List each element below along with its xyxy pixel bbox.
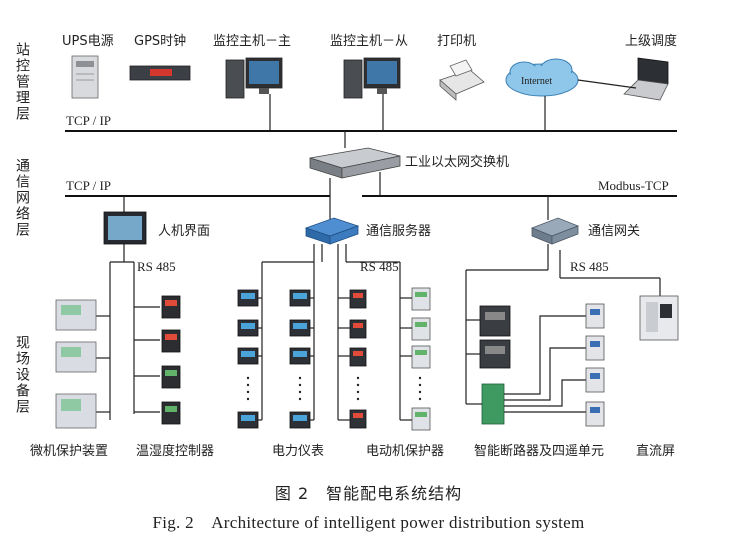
motor-protection-label: 电动机保护器 xyxy=(366,444,444,459)
dc-panel-label: 直流屏 xyxy=(636,444,675,459)
internet-label: Internet xyxy=(521,76,552,87)
gps-clock-icon xyxy=(129,65,191,81)
rs485-label-3: RS 485 xyxy=(570,259,609,274)
temp-humidity-controller-3 xyxy=(161,365,181,389)
monitor-master-label: 监控主机－主 xyxy=(213,34,291,49)
gateway-icon xyxy=(530,217,580,245)
micro-protection-device-1 xyxy=(55,299,97,331)
tcp-ip-mid-label: TCP / IP xyxy=(66,178,111,193)
ups-icon xyxy=(71,55,99,99)
micro-protection-label: 微机保护装置 xyxy=(30,444,108,459)
gps-label: GPS时钟 xyxy=(134,33,186,49)
power-meter-links xyxy=(258,297,314,421)
hmi-label: 人机界面 xyxy=(158,224,210,239)
dc-panel-icon xyxy=(639,295,679,341)
caption-chinese: 图 2 智能配电系统结构 xyxy=(274,484,463,503)
comm-server-label: 通信服务器 xyxy=(366,223,431,239)
temp-humidity-controller-2 xyxy=(161,329,181,353)
laptop-icon xyxy=(623,57,669,101)
tcp-ip-top-label: TCP / IP xyxy=(66,113,111,128)
small-breakers xyxy=(585,303,605,427)
layer-label-station: 站控管理层 xyxy=(14,42,30,122)
temp-humidity-controller-4 xyxy=(161,401,181,425)
smart-breaker-label: 智能断路器及四遥单元 xyxy=(474,443,604,459)
rs485-label-1: RS 485 xyxy=(137,259,176,274)
motor-protector-links xyxy=(338,297,412,421)
hmi-icon xyxy=(103,211,147,245)
power-meter-label: 电力仪表 xyxy=(272,444,324,459)
remote-unit-wiring xyxy=(504,315,586,413)
monitor-slave-icon xyxy=(343,57,401,99)
motor-protectors xyxy=(349,287,431,431)
monitor-master-icon xyxy=(225,57,283,99)
rs485-label-2: RS 485 xyxy=(360,259,399,274)
printer-icon xyxy=(439,59,485,101)
monitor-slave-label: 监控主机－从 xyxy=(330,34,408,49)
temp-humidity-label: 温湿度控制器 xyxy=(136,443,214,459)
temp-humidity-controller-1 xyxy=(161,295,181,319)
layer-label-field: 现场设备层 xyxy=(14,335,30,415)
power-meters xyxy=(237,289,311,429)
smart-breaker-2 xyxy=(479,339,511,369)
four-remote-unit xyxy=(481,383,505,425)
micro-protection-device-3 xyxy=(55,393,97,429)
modbus-label: Modbus-TCP xyxy=(598,178,669,193)
micro-protection-device-2 xyxy=(55,341,97,373)
caption-english: Fig. 2 Architecture of intelligent power… xyxy=(152,513,585,532)
smart-breaker-1 xyxy=(479,305,511,337)
comm-server-icon xyxy=(304,217,360,245)
printer-label: 打印机 xyxy=(437,34,476,49)
internet-cloud-icon: Internet xyxy=(505,58,579,97)
ethernet-switch-icon xyxy=(309,147,401,179)
switch-label: 工业以太网交换机 xyxy=(405,154,509,170)
remote-label: 上级调度 xyxy=(625,33,677,49)
gateway-label: 通信网关 xyxy=(588,224,640,239)
layer-label-network: 通信网络层 xyxy=(14,158,30,238)
ellipsis-dots xyxy=(246,376,422,401)
ups-label: UPS电源 xyxy=(62,34,114,49)
link-internet-laptop xyxy=(577,79,637,89)
